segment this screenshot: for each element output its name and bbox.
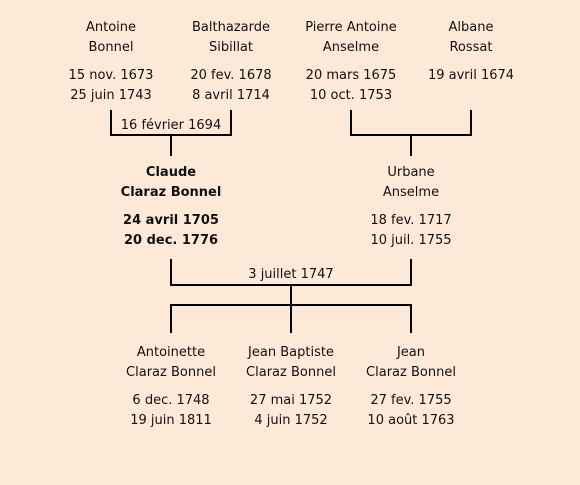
person-claude-claraz-bonnel: Claude Claraz Bonnel 24 avril 1705 20 de…: [96, 163, 246, 251]
last-name: Claraz Bonnel: [120, 185, 222, 200]
last-name: Claraz Bonnel: [366, 365, 456, 380]
last-name: Claraz Bonnel: [126, 365, 216, 380]
birth-date: 20 fev. 1678: [190, 68, 272, 83]
life-dates: 18 fev. 1717 10 juil. 1755: [336, 211, 486, 251]
first-name: Urbane: [387, 165, 435, 180]
birth-date: 15 nov. 1673: [68, 68, 154, 83]
death-date: 10 août 1763: [367, 413, 455, 428]
death-date: 10 oct. 1753: [309, 88, 393, 103]
death-date: 20 dec. 1776: [123, 233, 219, 248]
first-name: Jean: [396, 345, 426, 360]
life-dates: 6 dec. 1748 19 juin 1811: [96, 391, 246, 431]
last-name: Anselme: [322, 40, 380, 55]
death-date: 4 juin 1752: [254, 413, 328, 428]
first-name: Antoinette: [136, 345, 206, 360]
person-jean-baptiste-claraz-bonnel: Jean Baptiste Claraz Bonnel 27 mai 1752 …: [216, 343, 366, 431]
first-name: Antoine: [85, 20, 137, 35]
last-name: Rossat: [449, 40, 493, 55]
birth-date: 18 fev. 1717: [370, 213, 452, 228]
marriage-date-claude-urbane: 3 juillet 1747: [248, 267, 334, 282]
life-dates: 27 mai 1752 4 juin 1752: [216, 391, 366, 431]
birth-date: 24 avril 1705: [123, 213, 219, 228]
birth-date: 19 avril 1674: [427, 68, 515, 83]
life-dates: 20 mars 1675 10 oct. 1753: [276, 66, 426, 106]
first-name: Pierre Antoine: [305, 20, 397, 35]
death-date: 8 avril 1714: [192, 88, 270, 103]
last-name: Sibillat: [208, 40, 253, 55]
marriage-date-bonnel-sibillat: 16 février 1694: [120, 118, 222, 133]
life-dates: 15 nov. 1673 25 juin 1743: [36, 66, 186, 106]
person-albane-rossat: Albane Rossat 19 avril 1674: [396, 18, 546, 86]
last-name: Anselme: [382, 185, 440, 200]
first-name: Balthazarde: [192, 20, 270, 35]
person-antoinette-claraz-bonnel: Antoinette Claraz Bonnel 6 dec. 1748 19 …: [96, 343, 246, 431]
first-name: Jean Baptiste: [248, 345, 334, 360]
person-balthazarde-sibillat: Balthazarde Sibillat 20 fev. 1678 8 avri…: [156, 18, 306, 106]
life-dates: 19 avril 1674: [396, 66, 546, 86]
birth-date: 27 mai 1752: [249, 393, 333, 408]
death-date: 25 juin 1743: [70, 88, 152, 103]
person-urbane-anselme: Urbane Anselme 18 fev. 1717 10 juil. 175…: [336, 163, 486, 251]
life-dates: 24 avril 1705 20 dec. 1776: [96, 211, 246, 251]
person-antoine-bonnel: Antoine Bonnel 15 nov. 1673 25 juin 1743: [36, 18, 186, 106]
last-name: Claraz Bonnel: [246, 365, 336, 380]
death-date: 10 juil. 1755: [370, 233, 452, 248]
person-pierre-antoine-anselme: Pierre Antoine Anselme 20 mars 1675 10 o…: [276, 18, 426, 106]
life-dates: 27 fev. 1755 10 août 1763: [336, 391, 486, 431]
person-jean-claraz-bonnel: Jean Claraz Bonnel 27 fev. 1755 10 août …: [336, 343, 486, 431]
life-dates: 20 fev. 1678 8 avril 1714: [156, 66, 306, 106]
birth-date: 20 mars 1675: [305, 68, 397, 83]
first-name: Albane: [448, 20, 494, 35]
birth-date: 6 dec. 1748: [132, 393, 210, 408]
first-name: Claude: [145, 165, 197, 180]
last-name: Bonnel: [88, 40, 134, 55]
birth-date: 27 fev. 1755: [370, 393, 452, 408]
death-date: 19 juin 1811: [130, 413, 212, 428]
